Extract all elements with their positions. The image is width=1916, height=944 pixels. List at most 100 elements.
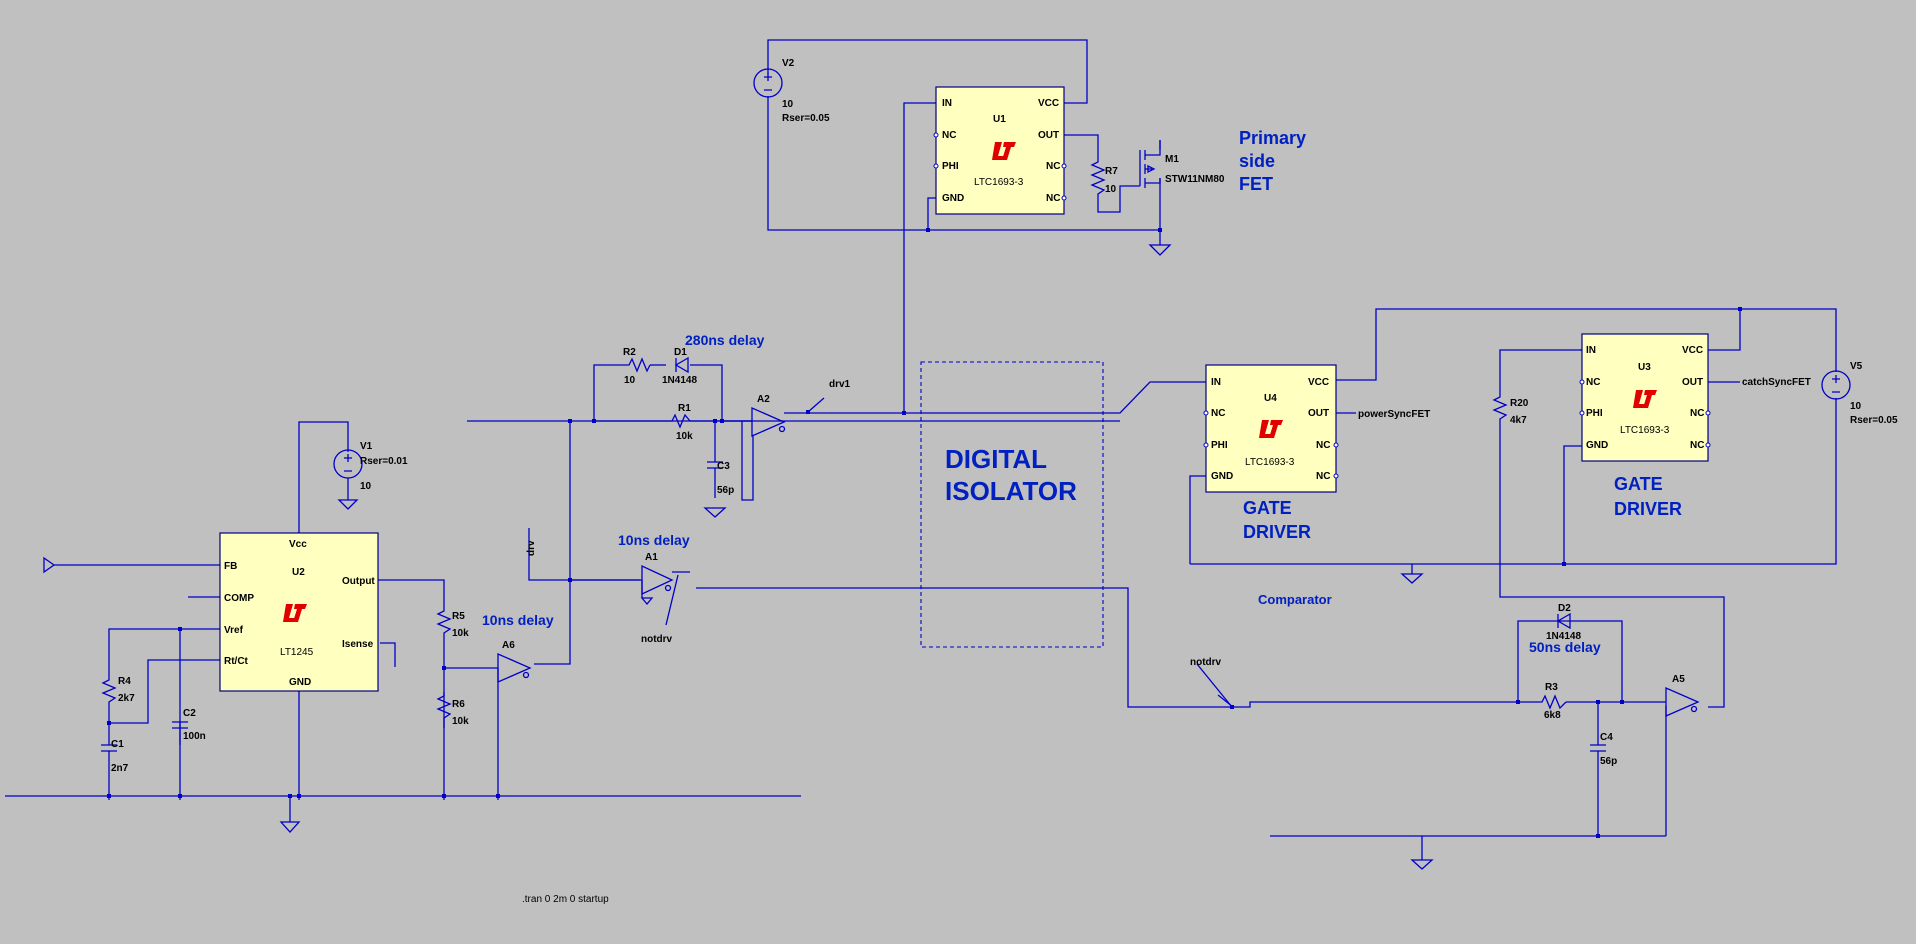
u3-pin-nc: NC (1586, 377, 1600, 388)
r2-ref: R2 (623, 347, 636, 358)
r1-value: 10k (676, 431, 693, 442)
u2-pin-gnd: GND (289, 677, 311, 688)
v1-value: 10 (360, 481, 372, 492)
u1-ref: U1 (993, 114, 1006, 125)
annotation-50ns-delay: 50ns delay (1529, 639, 1601, 655)
digital-isolator-box (920, 361, 1104, 648)
annotation-u4-gate: GATE (1243, 498, 1292, 518)
u2-pin-vcc: Vcc (289, 539, 307, 550)
buffer-a2[interactable] (751, 407, 786, 437)
u1-pin-nc3: NC (1046, 193, 1060, 204)
r20-value: 4k7 (1510, 415, 1527, 426)
junctions (107, 228, 1742, 838)
buffer-a5[interactable] (1665, 687, 1700, 717)
a6-ref: A6 (502, 640, 515, 651)
spice-directive[interactable]: .tran 0 2m 0 startup (522, 894, 609, 905)
u1-part: LTC1693-3 (974, 177, 1024, 188)
annotation-fet: FET (1239, 174, 1273, 194)
u3-pin-gnd: GND (1586, 440, 1608, 451)
v1-ref: V1 (360, 441, 373, 452)
u3-pin-out: OUT (1682, 377, 1703, 388)
resistors (101, 158, 1567, 728)
u4-pin-vcc: VCC (1308, 377, 1329, 388)
fb-port-arrow (43, 556, 56, 574)
c3-ref: C3 (717, 461, 730, 472)
annotation-u3-gate: GATE (1614, 474, 1663, 494)
chip-u1[interactable] (933, 86, 1067, 215)
u3-pin-vcc: VCC (1682, 345, 1703, 356)
chip-u2[interactable] (219, 532, 379, 692)
annotation-10ns-delay-a6: 10ns delay (482, 612, 554, 628)
r1-ref: R1 (678, 403, 691, 414)
c2-ref: C2 (183, 708, 196, 719)
u3-pin-nc2: NC (1690, 408, 1704, 419)
u1-pin-vcc: VCC (1038, 98, 1059, 109)
buffer-a1[interactable] (641, 564, 674, 596)
annotation-u3-driver: DRIVER (1614, 499, 1682, 519)
net-label-catchsyncfet: catchSyncFET (1742, 377, 1811, 388)
annotation-comparator: Comparator (1258, 592, 1332, 607)
v5-value: 10 (1850, 401, 1862, 412)
capacitors (101, 461, 1606, 758)
m1-part: STW11NM80 (1165, 174, 1225, 185)
chip-u4[interactable] (1203, 364, 1339, 493)
u2-pin-comp: COMP (224, 593, 254, 604)
v2-value: 10 (782, 99, 794, 110)
u2-pin-rtct: Rt/Ct (224, 656, 249, 667)
buffer-a6[interactable] (497, 653, 532, 683)
v5-ref: V5 (1850, 361, 1863, 372)
ground-symbols (279, 244, 1434, 870)
d1-ref: D1 (674, 347, 687, 358)
u3-pin-nc3: NC (1690, 440, 1704, 451)
u3-part: LTC1693-3 (1620, 425, 1670, 436)
u1-pin-nc2: NC (1046, 161, 1060, 172)
u4-pin-nc3: NC (1316, 471, 1330, 482)
u4-pin-out: OUT (1308, 408, 1329, 419)
r7-ref: R7 (1105, 166, 1118, 177)
u2-pin-fb: FB (224, 561, 237, 572)
annotation-10ns-delay-a1: 10ns delay (618, 532, 690, 548)
source-v2[interactable] (753, 68, 783, 98)
annotation-isolator: ISOLATOR (945, 476, 1077, 506)
r7-value: 10 (1105, 184, 1117, 195)
m1-ref: M1 (1165, 154, 1179, 165)
u1-pin-in: IN (942, 98, 952, 109)
u2-pin-vref: Vref (224, 625, 244, 636)
a5-ref: A5 (1672, 674, 1685, 685)
net-label-drv: drv (526, 540, 537, 556)
source-v1[interactable] (333, 449, 363, 500)
annotation-digital: DIGITAL (945, 444, 1047, 474)
u4-pin-phi: PHI (1211, 440, 1228, 451)
c1-value: 2n7 (111, 763, 129, 774)
u2-part: LT1245 (280, 647, 314, 658)
diodes (674, 356, 1571, 630)
net-label-powersyncfet: powerSyncFET (1358, 409, 1430, 420)
u3-pin-phi: PHI (1586, 408, 1603, 419)
annotation-280ns-delay: 280ns delay (685, 332, 765, 348)
r3-ref: R3 (1545, 682, 1558, 693)
u4-pin-in: IN (1211, 377, 1221, 388)
u2-ref: U2 (292, 567, 305, 578)
r3-value: 6k8 (1544, 710, 1561, 721)
a1-ref: A1 (645, 552, 658, 563)
d2-ref: D2 (1558, 603, 1571, 614)
u2-pin-output: Output (342, 576, 375, 587)
u2-pin-isense: Isense (342, 639, 374, 650)
mosfet-m1[interactable] (1139, 140, 1161, 188)
u3-ref: U3 (1638, 362, 1651, 373)
u4-pin-gnd: GND (1211, 471, 1233, 482)
r5-value: 10k (452, 628, 469, 639)
u1-pin-gnd: GND (942, 193, 964, 204)
chip-u3[interactable] (1579, 333, 1711, 462)
d2-part: 1N4148 (1546, 631, 1581, 642)
a2-ref: A2 (757, 394, 770, 405)
r5-ref: R5 (452, 611, 465, 622)
annotation-primary: Primary (1239, 128, 1306, 148)
v2-rser: Rser=0.05 (782, 113, 830, 124)
c2-value: 100n (183, 731, 206, 742)
source-v5[interactable] (1821, 370, 1851, 400)
net-label-drv1: drv1 (829, 379, 851, 390)
